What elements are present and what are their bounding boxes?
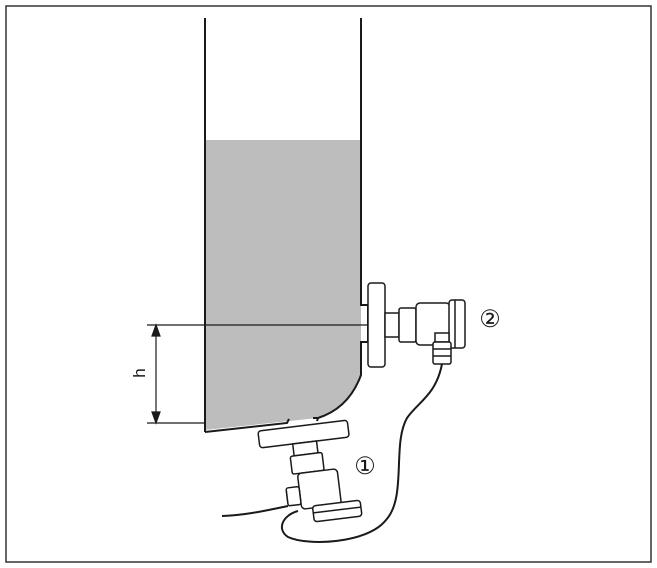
sensor-2-cable-gland	[432, 341, 452, 365]
liquid-fill	[205, 140, 361, 430]
sensor-1-cable	[221, 505, 289, 517]
dimension-h	[147, 323, 372, 425]
callout-1-label: ①	[354, 453, 376, 480]
dimension-h-label: h	[130, 368, 149, 377]
callout-2-label: ②	[479, 306, 501, 333]
sensor-2-cable	[280, 363, 443, 543]
tank-bottom	[204, 417, 318, 433]
sensor-1	[257, 419, 363, 523]
sensor-2-flange	[367, 282, 386, 368]
diagram-frame	[5, 5, 652, 563]
sensor-2	[367, 282, 466, 368]
sensor-1-cable-gland	[285, 485, 302, 507]
